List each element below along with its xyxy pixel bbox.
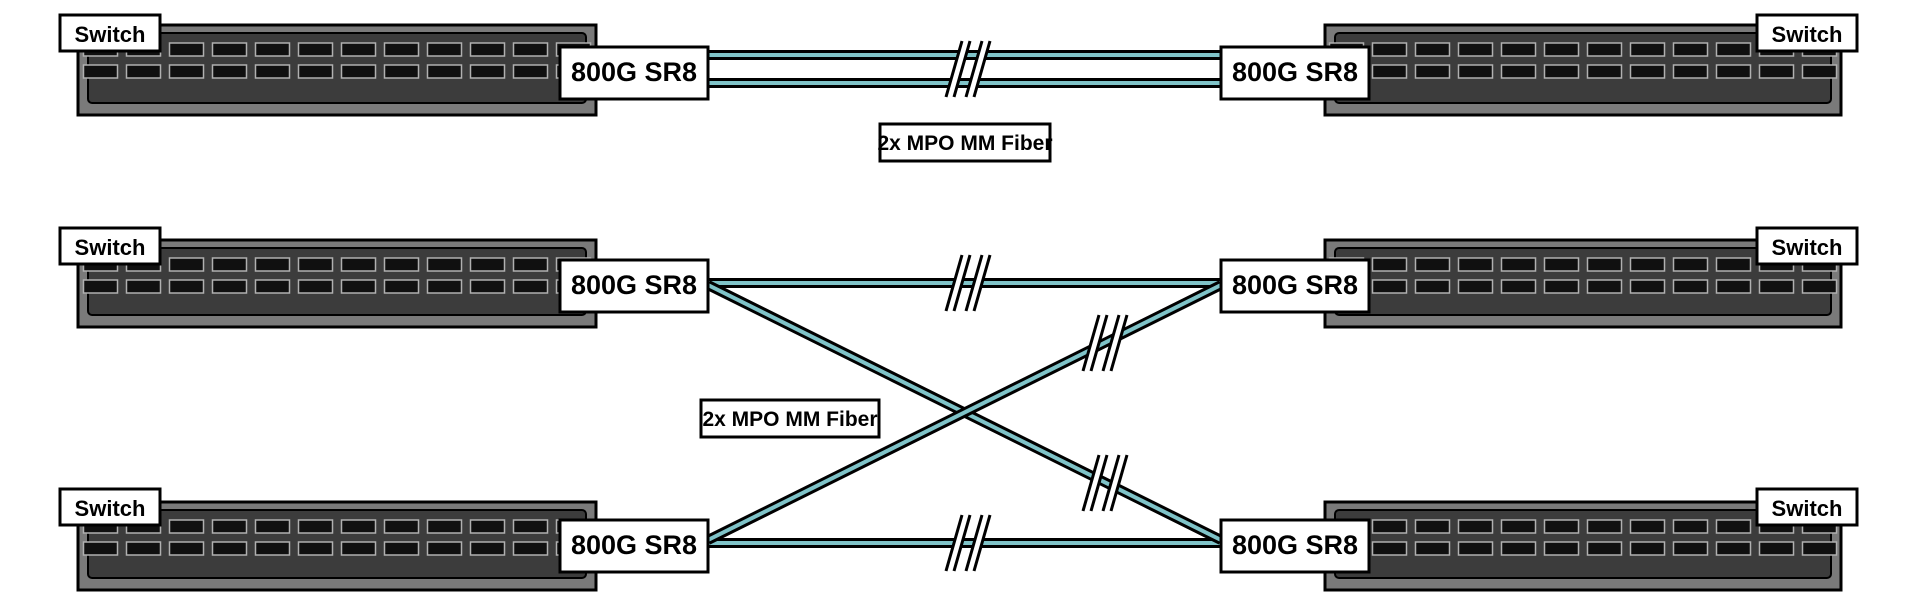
switch-label-bottom-right: Switch — [1755, 487, 1859, 527]
cable-cross-up — [705, 280, 1224, 545]
svg-text:Switch: Switch — [1772, 235, 1843, 260]
svg-text:800G SR8: 800G SR8 — [571, 530, 697, 560]
cable-break-icon — [944, 513, 992, 573]
svg-text:Switch: Switch — [1772, 22, 1843, 47]
switch-label-mid-right: Switch — [1755, 226, 1859, 266]
svg-text:800G SR8: 800G SR8 — [571, 57, 697, 87]
switch-label-mid-left: Switch — [58, 226, 162, 266]
switch-label-top-right: Switch — [1755, 13, 1859, 53]
svg-text:Switch: Switch — [75, 235, 146, 260]
switch-label-bottom-left: Switch — [58, 487, 162, 527]
svg-text:800G SR8: 800G SR8 — [1232, 57, 1358, 87]
module-bottom-right: 800G SR8 — [1219, 518, 1371, 574]
cable-break-icon — [1081, 313, 1129, 373]
svg-text:Switch: Switch — [75, 22, 146, 47]
svg-text:2x MPO MM Fiber: 2x MPO MM Fiber — [702, 408, 877, 431]
fiber-label-cross: 2x MPO MM Fiber — [699, 398, 881, 439]
svg-text:2x MPO MM Fiber: 2x MPO MM Fiber — [877, 132, 1052, 155]
svg-text:800G SR8: 800G SR8 — [1232, 530, 1358, 560]
switch-label-top-left: Switch — [58, 13, 162, 53]
switch-top-left — [76, 23, 598, 117]
module-top-right: 800G SR8 — [1219, 45, 1371, 101]
module-top-left: 800G SR8 — [558, 45, 710, 101]
fiber-label-top: 2x MPO MM Fiber — [877, 122, 1053, 163]
module-bottom-left: 800G SR8 — [558, 518, 710, 574]
switch-top-right — [1323, 23, 1843, 117]
module-mid-right: 800G SR8 — [1219, 258, 1371, 314]
svg-text:800G SR8: 800G SR8 — [1232, 270, 1358, 300]
svg-text:Switch: Switch — [1772, 496, 1843, 521]
svg-text:Switch: Switch — [75, 496, 146, 521]
cable-break-icon — [1081, 453, 1129, 513]
switch-bottom-right — [1323, 500, 1843, 592]
cable-break-icon — [944, 39, 992, 99]
cable-break-icon — [944, 253, 992, 313]
module-mid-left: 800G SR8 — [558, 258, 710, 314]
switch-mid-right — [1323, 238, 1843, 329]
svg-text:800G SR8: 800G SR8 — [571, 270, 697, 300]
fiber-cables — [705, 39, 1224, 573]
switch-mid-left — [76, 238, 598, 329]
